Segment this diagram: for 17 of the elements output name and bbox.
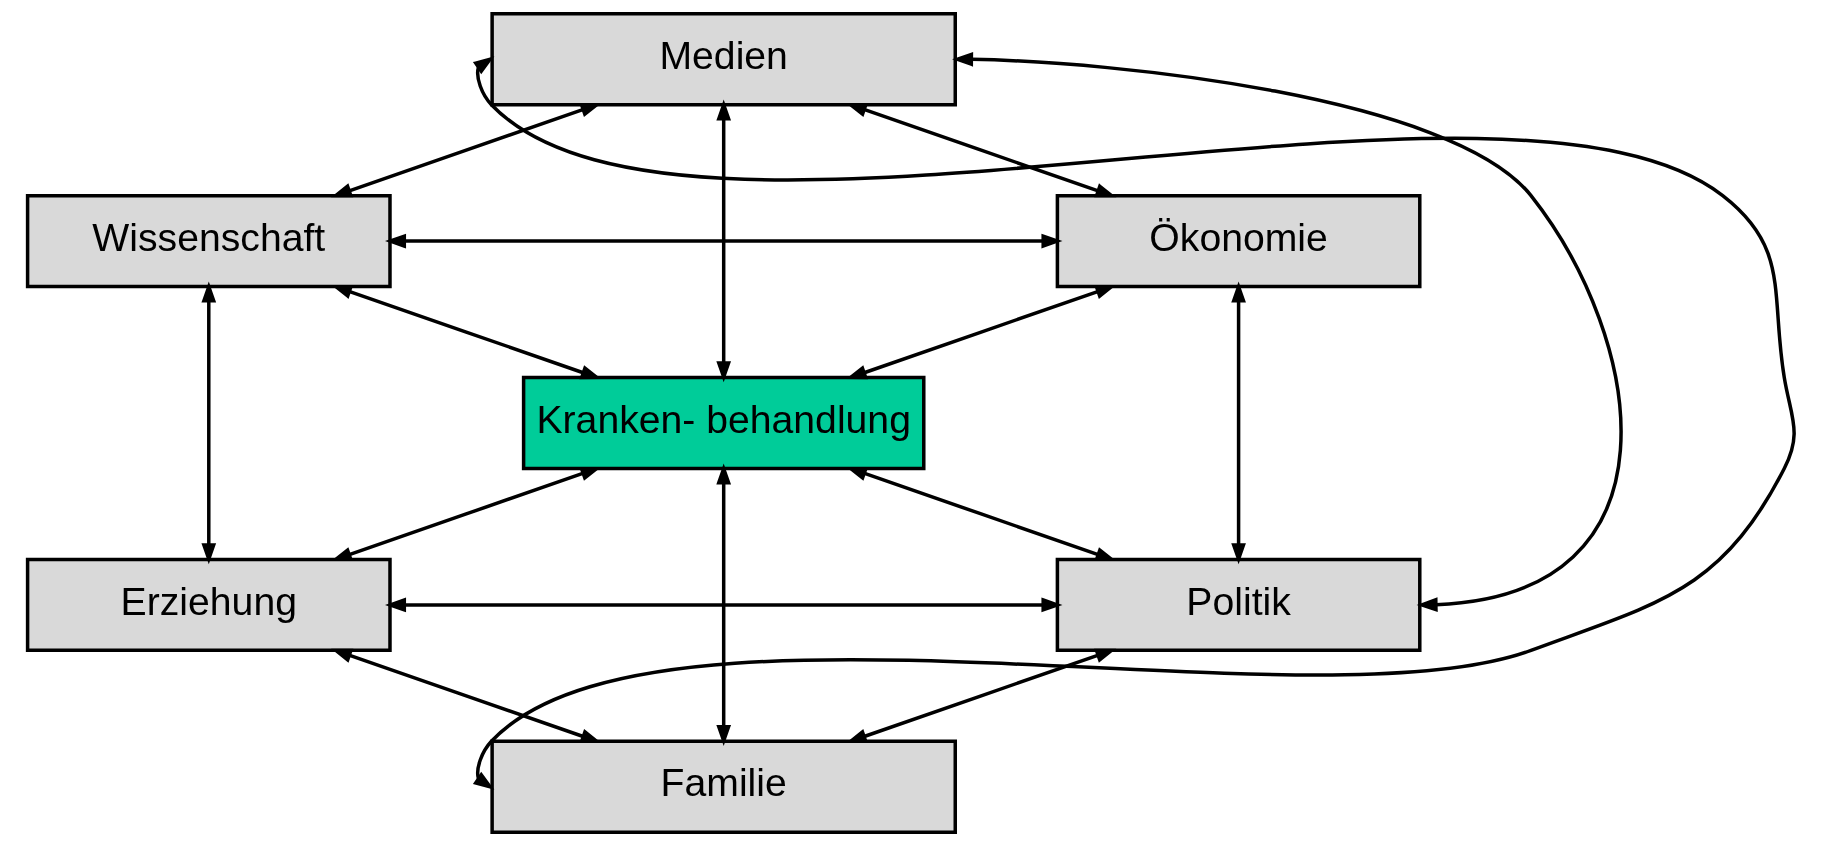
arrow: [384, 597, 1062, 613]
arrow: [1230, 281, 1246, 565]
node-box: Ökonomie: [1055, 193, 1422, 289]
node-box: Kranken- behandlung: [521, 375, 925, 471]
arrow: [200, 281, 216, 565]
node-box: Medien: [489, 12, 957, 107]
arrow: [951, 51, 1622, 612]
arrow: [384, 233, 1062, 249]
node-box: Wissenschaft: [25, 193, 392, 289]
arrow: [715, 99, 731, 383]
arrow: [845, 285, 1116, 380]
arrow: [472, 56, 1796, 790]
node-box: Familie: [489, 739, 957, 834]
node-box: Erziehung: [25, 557, 392, 653]
node-box: Politik: [1055, 557, 1422, 653]
arrow: [330, 103, 601, 198]
arrow: [715, 463, 731, 747]
